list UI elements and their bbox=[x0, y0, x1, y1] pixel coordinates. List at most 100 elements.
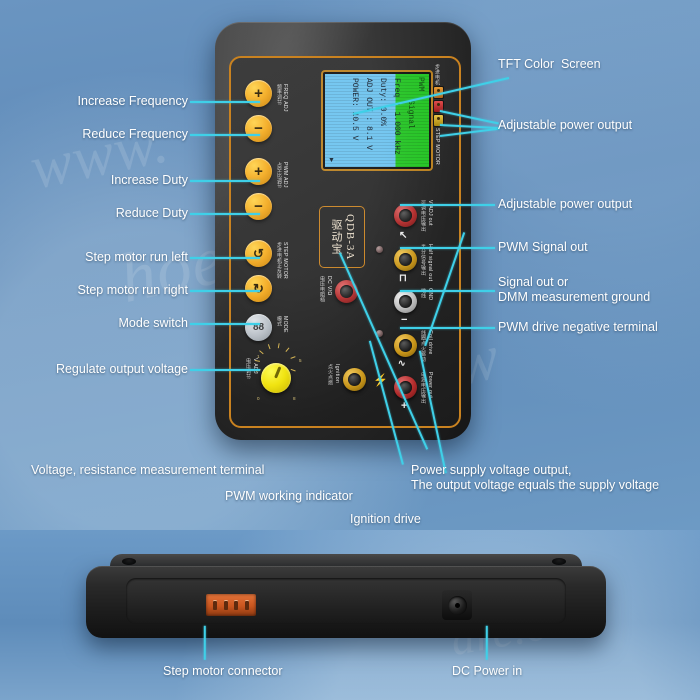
mode-switch-button[interactable]: 88 bbox=[245, 314, 272, 341]
v-adj-label-en: V ADJ bbox=[252, 358, 258, 374]
gnd-symbol-icon: − bbox=[401, 314, 408, 326]
front-panel: + − 频率调节 FREQ ADJ + − 占空比调节 PWM ADJ ↺ ↻ … bbox=[229, 56, 461, 428]
half-signal-out-label-cn: 半分信号输出 bbox=[420, 244, 426, 276]
step-motor-connector-port[interactable] bbox=[206, 594, 256, 616]
model-badge-code: QDB-3A bbox=[344, 213, 356, 261]
pwm-adj-label-en: PWM ADJ bbox=[282, 162, 288, 188]
callout-step-motor-connector: Step motor connector bbox=[163, 664, 283, 678]
knob-tick-label: 0 bbox=[257, 396, 260, 401]
half-signal-out-jack[interactable] bbox=[394, 248, 417, 271]
callout-line bbox=[400, 290, 495, 292]
callout-line bbox=[190, 323, 260, 325]
callout-line bbox=[190, 257, 260, 259]
callout-pwm-drive-negative: PWM drive negative terminal bbox=[498, 320, 658, 334]
screw-hole bbox=[552, 558, 566, 565]
callout-line bbox=[190, 101, 260, 103]
callout-line bbox=[190, 369, 260, 371]
screw-hole bbox=[122, 558, 136, 565]
mode-label-cn: 模式 bbox=[276, 316, 282, 327]
knob-tick bbox=[290, 356, 296, 360]
callout-regulate-output-voltage: Regulate output voltage bbox=[55, 362, 188, 376]
screen-status-top: PWM bbox=[416, 77, 425, 92]
step-motor-right-button[interactable]: ↻ bbox=[245, 275, 272, 302]
callout-line bbox=[190, 180, 260, 182]
screen-status-signal: Signal bbox=[406, 100, 415, 129]
callout-ignition-drive: Ignition drive bbox=[350, 512, 421, 526]
knob-tick-label: 1 bbox=[257, 354, 260, 359]
screen-content: Freq : 1.000 kHz Duty: 0.0% ADJ OUT : 8.… bbox=[325, 74, 429, 167]
knob-tick bbox=[277, 343, 281, 349]
callout-line bbox=[190, 134, 260, 136]
ignition-label-cn: 点火点燃 bbox=[327, 364, 333, 386]
knob-tick-label: 8 bbox=[293, 396, 296, 401]
plus-icon: + bbox=[254, 163, 263, 180]
callout-reduce-frequency: Reduce Frequency bbox=[82, 127, 188, 141]
step-motor-terminals-label-cn: 步进电机 bbox=[434, 64, 440, 86]
ignition-label-en: Ignition bbox=[334, 364, 340, 384]
model-badge-cn: 驱动宝 bbox=[330, 219, 342, 255]
ignition-jack[interactable] bbox=[343, 368, 366, 391]
coil-drive-symbol-icon: ∿ bbox=[398, 358, 406, 368]
step-motor-left-button[interactable]: ↺ bbox=[245, 240, 272, 267]
callout-mode-switch: Mode switch bbox=[118, 316, 188, 330]
rotate-right-icon: ↻ bbox=[253, 280, 264, 296]
reduce-frequency-button[interactable]: − bbox=[245, 115, 272, 142]
tft-color-screen: Freq : 1.000 kHz Duty: 0.0% ADJ OUT : 8.… bbox=[321, 70, 433, 171]
pwm-adj-label-cn: 占空比调节 bbox=[276, 162, 282, 189]
reduce-duty-button[interactable]: − bbox=[245, 193, 272, 220]
knob-tick bbox=[259, 349, 264, 355]
callout-line bbox=[204, 625, 206, 660]
device-front-view: + − 频率调节 FREQ ADJ + − 占空比调节 PWM ADJ ↺ ↻ … bbox=[215, 22, 471, 440]
screen-line-duty: Duty: 0.0% bbox=[378, 78, 387, 127]
screen-scroll-arrow: ▼ bbox=[328, 157, 335, 164]
v-adj-knob[interactable] bbox=[261, 363, 291, 393]
callout-pwm-signal-out: PWM Signal out bbox=[498, 240, 588, 254]
half-signal-out-label-en: Half signal out bbox=[427, 244, 433, 282]
callout-adjustable-power-output-2: Adjustable power output bbox=[498, 197, 633, 211]
callout-line bbox=[400, 247, 495, 249]
callout-voltage-resistance-terminal: Voltage, resistance measurement terminal bbox=[31, 463, 265, 477]
mode-label-en: MODE bbox=[282, 316, 288, 333]
knob-tick bbox=[290, 368, 296, 372]
step-motor-label-cn: 步进电机正反转 bbox=[276, 242, 282, 280]
rotate-left-icon: ↺ bbox=[253, 245, 264, 261]
callout-signal-out-ground: Signal out or DMM measurement ground bbox=[498, 275, 651, 304]
callout-dc-power-in: DC Power in bbox=[452, 664, 523, 678]
step-motor-terminals-label-en: STEP MOTOR bbox=[434, 128, 440, 166]
screen-line-freq: Freq : 1.000 kHz bbox=[392, 78, 401, 155]
callout-step-motor-run-left: Step motor run left bbox=[85, 250, 188, 264]
callout-increase-frequency: Increase Frequency bbox=[77, 94, 188, 108]
callout-increase-duty: Increase Duty bbox=[110, 173, 188, 187]
device-side-body bbox=[86, 566, 606, 638]
screen-line-power: POWER: 10.5 V bbox=[350, 78, 359, 141]
step-motor-label-en: STEP MOTOR bbox=[282, 242, 288, 280]
dc-power-jack[interactable] bbox=[442, 590, 472, 620]
callout-power-supply-output: Power supply voltage output, The output … bbox=[411, 463, 660, 492]
callout-line bbox=[400, 204, 495, 206]
freq-adj-label-cn: 频率调节 bbox=[276, 84, 282, 106]
dc-vr-label-en: DC V/Ω bbox=[326, 276, 332, 296]
half-signal-symbol-icon: ⊓ bbox=[399, 273, 407, 284]
callout-reduce-duty: Reduce Duty bbox=[115, 206, 188, 220]
callout-line bbox=[486, 625, 488, 660]
callout-pwm-working-indicator: PWM working indicator bbox=[225, 489, 353, 503]
device-side-view bbox=[86, 554, 606, 650]
callout-adjustable-power-output-1: Adjustable power output bbox=[498, 118, 633, 132]
screen-line-adjout: ADJ OUT : 8.1 V bbox=[364, 78, 373, 151]
v-adj-out-jack[interactable] bbox=[394, 204, 417, 227]
dc-vr-label-cn: 电压电阻档 bbox=[319, 276, 325, 303]
increase-frequency-button[interactable]: + bbox=[245, 80, 272, 107]
callout-line bbox=[400, 327, 495, 329]
freq-adj-label-en: FREQ ADJ bbox=[282, 84, 288, 112]
coil-drive-jack[interactable] bbox=[394, 334, 417, 357]
knob-tick bbox=[254, 359, 261, 362]
plus-icon: + bbox=[254, 85, 263, 102]
gnd-jack[interactable] bbox=[394, 290, 417, 313]
knob-tick-label: 5 bbox=[299, 358, 302, 363]
callout-line bbox=[190, 213, 260, 215]
device-side-inset bbox=[126, 578, 566, 624]
callout-step-motor-run-right: Step motor run right bbox=[77, 283, 188, 297]
knob-tick bbox=[285, 347, 290, 353]
pwm-working-indicator-led bbox=[376, 246, 383, 253]
